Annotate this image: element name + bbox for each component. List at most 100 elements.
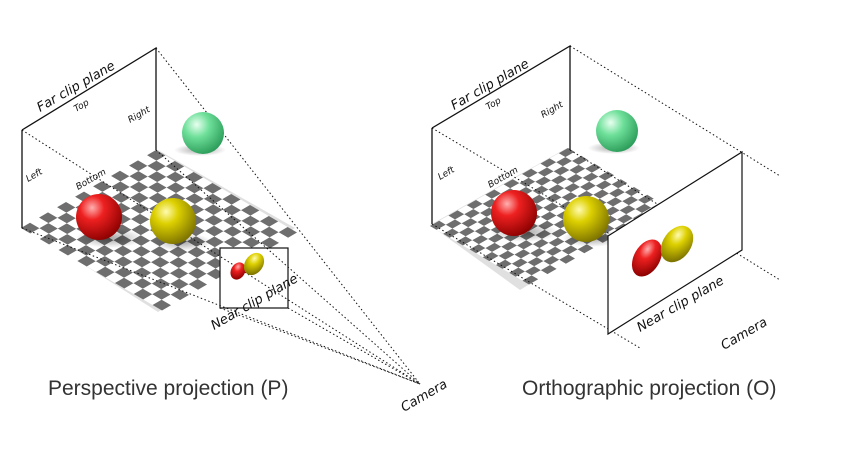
checker-tile bbox=[169, 257, 188, 268]
checker-tile bbox=[532, 239, 549, 249]
ortho-line bbox=[431, 127, 621, 241]
checker-tile bbox=[133, 267, 152, 279]
checker-tile bbox=[443, 228, 459, 238]
checker-tile bbox=[606, 197, 623, 207]
checker-tile bbox=[548, 237, 565, 247]
checker-tile bbox=[120, 176, 139, 187]
checker-tile bbox=[250, 210, 269, 222]
ortho-line bbox=[569, 149, 781, 281]
checker-tile bbox=[39, 223, 58, 234]
checker-tile bbox=[157, 176, 176, 188]
checker-tile bbox=[644, 198, 661, 208]
checker-tile bbox=[188, 279, 207, 290]
checker-tile bbox=[547, 215, 563, 225]
checker-tile bbox=[476, 194, 492, 204]
checker-tile bbox=[251, 231, 270, 243]
checker-tile bbox=[618, 183, 634, 193]
checker-tile bbox=[430, 220, 446, 230]
red-sphere bbox=[76, 194, 122, 240]
checker-tile bbox=[489, 255, 506, 265]
checker-tile bbox=[492, 246, 508, 256]
checker-tile bbox=[568, 249, 585, 259]
checker-tile bbox=[595, 180, 612, 190]
checker-tile bbox=[152, 289, 171, 300]
left-label: Left bbox=[25, 167, 45, 185]
checker-tile bbox=[552, 197, 569, 207]
checker-tile bbox=[152, 299, 171, 311]
checker-tile bbox=[176, 187, 195, 199]
checker-tile bbox=[197, 273, 216, 285]
checker-tile bbox=[549, 206, 566, 216]
checker-tile bbox=[241, 215, 260, 227]
frustum-line bbox=[21, 129, 421, 385]
checker-tile bbox=[48, 207, 67, 218]
checker-tile bbox=[548, 184, 565, 194]
checker-tile bbox=[156, 155, 175, 167]
checker-tile bbox=[470, 213, 487, 223]
checker-tile bbox=[131, 224, 150, 236]
checker-tile bbox=[598, 171, 615, 181]
checker-tile bbox=[115, 277, 134, 289]
checker-tile bbox=[561, 192, 578, 202]
checker-tile bbox=[77, 245, 96, 256]
checker-tile bbox=[30, 228, 49, 239]
perspective-caption: Perspective projection (P) bbox=[48, 377, 288, 400]
checker-tile bbox=[532, 185, 549, 195]
checker-tile bbox=[534, 261, 550, 271]
checker-tile bbox=[232, 231, 252, 243]
checker-tile bbox=[593, 189, 609, 199]
checker-tile bbox=[626, 209, 642, 219]
checker-tile bbox=[515, 271, 532, 281]
checker-tile bbox=[505, 254, 521, 264]
checker-tile bbox=[151, 257, 170, 268]
checker-tile bbox=[120, 165, 139, 177]
checker-tile bbox=[599, 193, 616, 203]
checker-tile bbox=[511, 258, 528, 268]
checker-tile bbox=[635, 203, 652, 213]
checker-tile bbox=[161, 283, 180, 295]
checker-tile bbox=[166, 171, 185, 183]
checker-tile bbox=[212, 188, 232, 200]
checker-tile bbox=[223, 226, 242, 237]
green-sphere bbox=[182, 112, 224, 154]
checker-tile bbox=[129, 171, 148, 182]
checker-tile bbox=[141, 251, 160, 263]
checker-tile bbox=[130, 203, 149, 214]
checker-tile bbox=[166, 182, 185, 194]
checker-tile bbox=[514, 249, 531, 259]
checker-tile bbox=[578, 159, 595, 169]
checker-tile bbox=[545, 193, 562, 203]
checker-tile bbox=[556, 157, 572, 167]
projected-red-sphere bbox=[631, 239, 663, 277]
checker-tile bbox=[580, 181, 596, 191]
checker-tile bbox=[104, 250, 124, 262]
checker-tile bbox=[559, 254, 575, 264]
checker-tile bbox=[502, 263, 519, 273]
checker-tile bbox=[607, 219, 624, 229]
checker-tile bbox=[602, 184, 619, 194]
checker-tile bbox=[468, 222, 484, 232]
checker-tile bbox=[521, 253, 537, 263]
checker-tile bbox=[222, 204, 241, 216]
checker-tile bbox=[611, 179, 628, 189]
checker-tile bbox=[129, 160, 148, 172]
checker-tile bbox=[586, 185, 603, 195]
checker-tile bbox=[58, 234, 77, 245]
checker-tile bbox=[204, 204, 223, 216]
checker-tile bbox=[232, 210, 251, 221]
checker-tile bbox=[213, 199, 232, 210]
checker-tile bbox=[241, 226, 261, 238]
checker-tile bbox=[204, 215, 223, 226]
projected-yellow-sphere bbox=[243, 252, 265, 276]
perspective-panel: Far clip plane Top Right Left Bottom Nea… bbox=[21, 46, 450, 415]
checker-tile bbox=[160, 262, 179, 274]
checker-tile bbox=[260, 226, 279, 238]
checker-tile bbox=[141, 240, 160, 252]
checker-tile bbox=[223, 215, 242, 227]
checker-tile bbox=[150, 246, 169, 257]
checker-tile bbox=[68, 250, 87, 261]
checker-tile bbox=[564, 183, 580, 193]
checker-tile bbox=[30, 217, 49, 229]
checker-tile bbox=[147, 171, 167, 183]
checker-tile bbox=[457, 205, 474, 215]
